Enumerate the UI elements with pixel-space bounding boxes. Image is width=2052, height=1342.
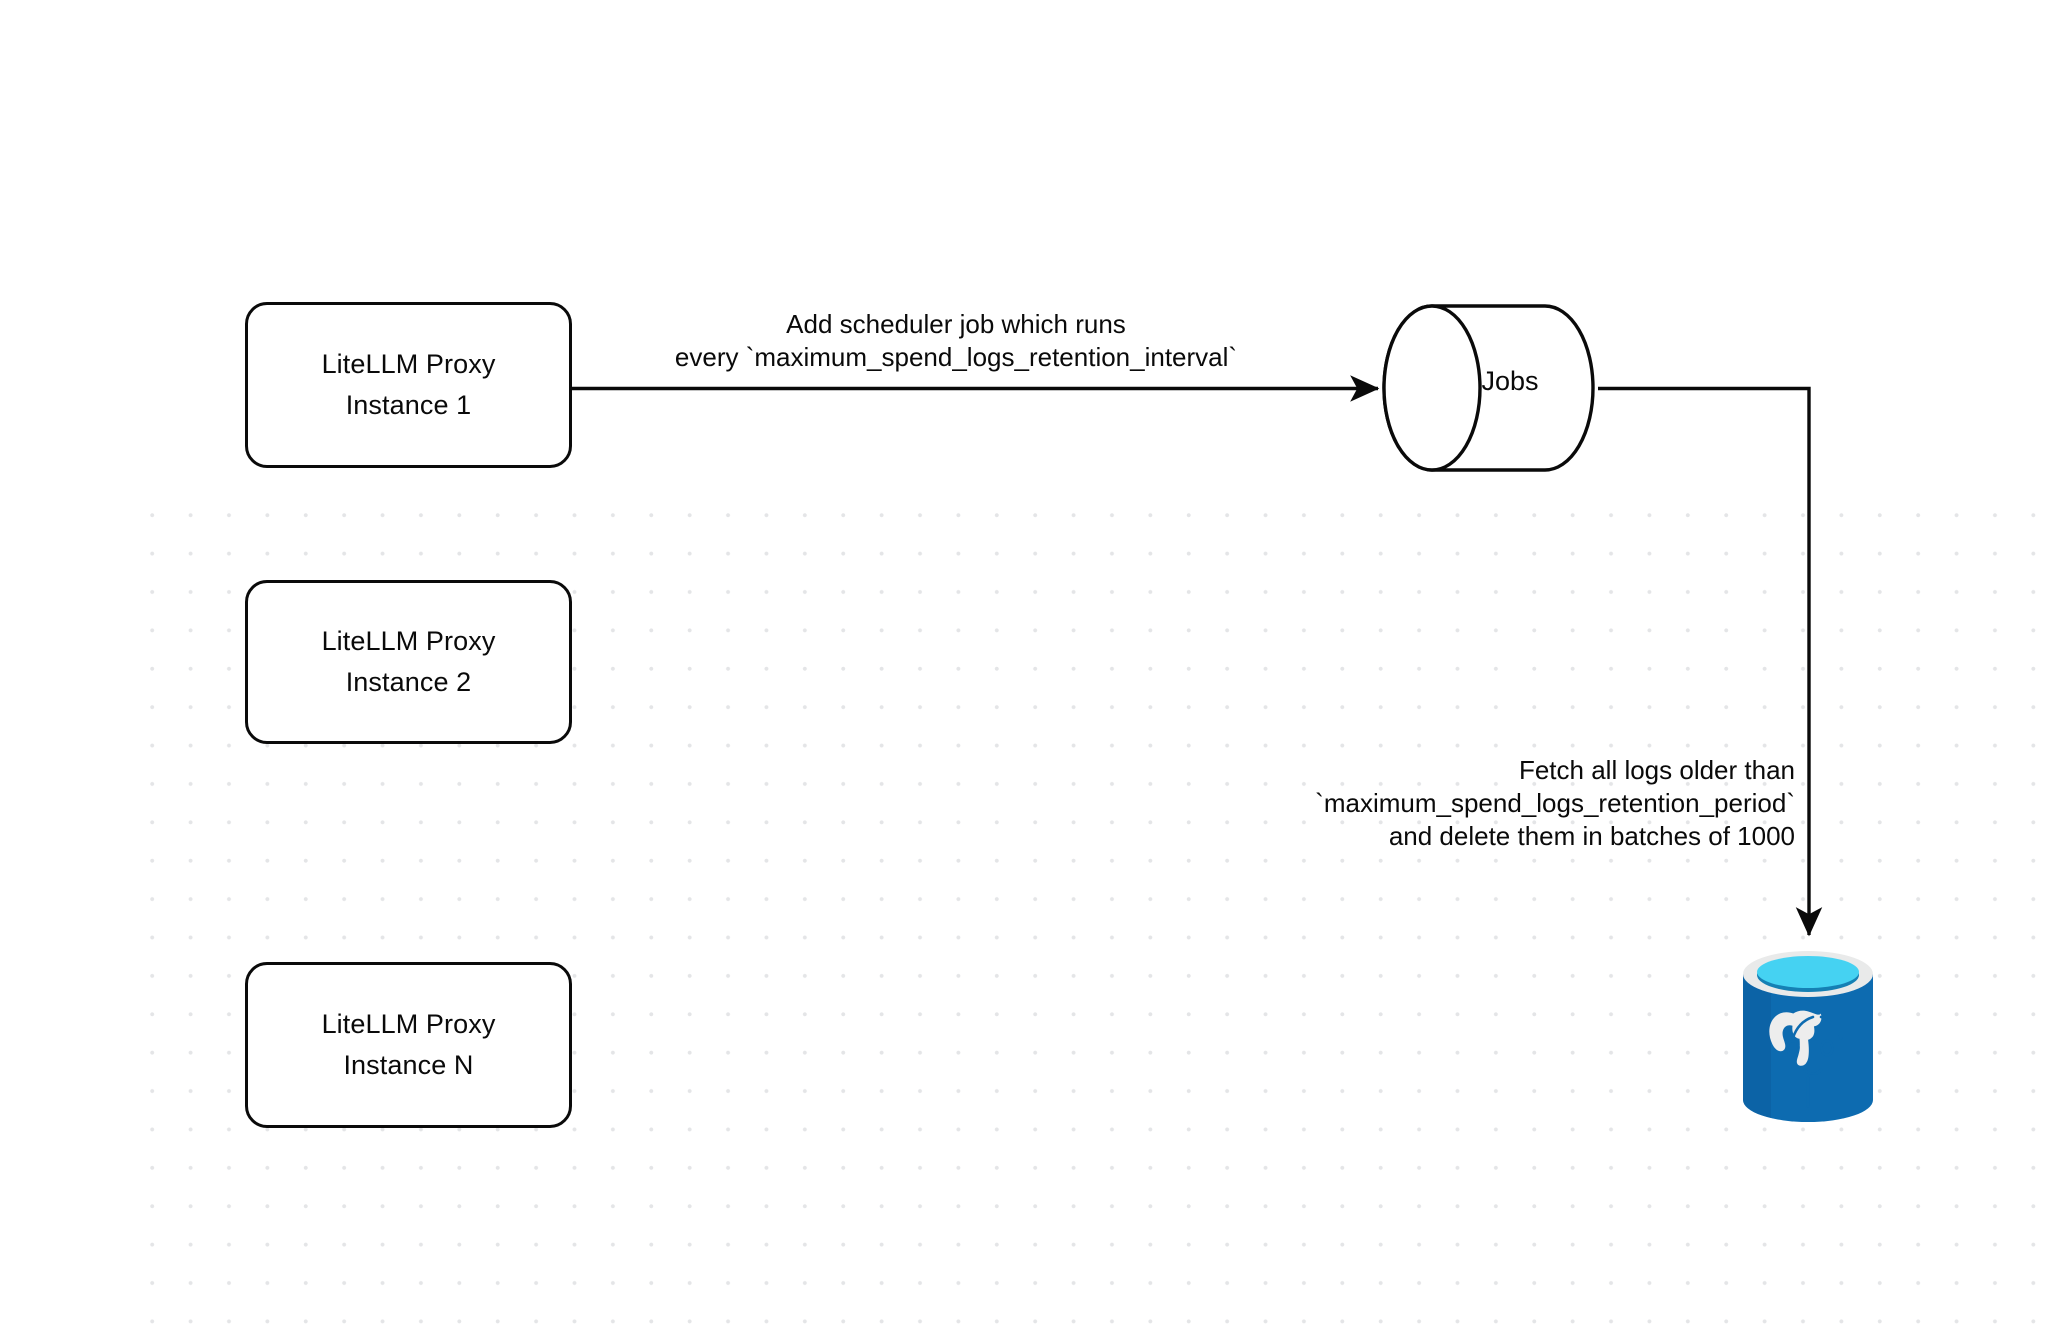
node-label-line-2: Instance N: [343, 1050, 474, 1080]
node-label-line-1: LiteLLM Proxy: [321, 626, 496, 656]
edge-label-scheduler: Add scheduler job which runs every `maxi…: [616, 308, 1296, 374]
postgresql-database-icon: [1743, 951, 1873, 1122]
node-litellm-proxy-instance-2[interactable]: LiteLLM Proxy Instance 2: [245, 580, 572, 744]
edge-label-line-2: `maximum_spend_logs_retention_period`: [1315, 788, 1795, 818]
node-label-line-2: Instance 2: [345, 667, 472, 697]
edge-label-fetch: Fetch all logs older than `maximum_spend…: [1095, 754, 1795, 853]
node-label-line-2: Instance 1: [345, 390, 472, 420]
edge-label-line-3: and delete them in batches of 1000: [1388, 821, 1795, 851]
node-jobs-label: Jobs: [1481, 366, 1539, 396]
edge-jobs-to-postgres: [1598, 386, 1823, 937]
node-litellm-proxy-instance-1[interactable]: LiteLLM Proxy Instance 1: [245, 302, 572, 468]
edge-label-line-1: Add scheduler job which runs: [786, 309, 1126, 339]
edge-label-line-2: every `maximum_spend_logs_retention_inte…: [674, 342, 1238, 372]
jobs-cylinder-shape: [1382, 304, 1595, 472]
node-label-line-1: LiteLLM Proxy: [321, 349, 496, 379]
node-label-line-1: LiteLLM Proxy: [321, 1009, 496, 1039]
node-litellm-proxy-instance-n[interactable]: LiteLLM Proxy Instance N: [245, 962, 572, 1128]
edge-label-line-1: Fetch all logs older than: [1518, 755, 1795, 785]
